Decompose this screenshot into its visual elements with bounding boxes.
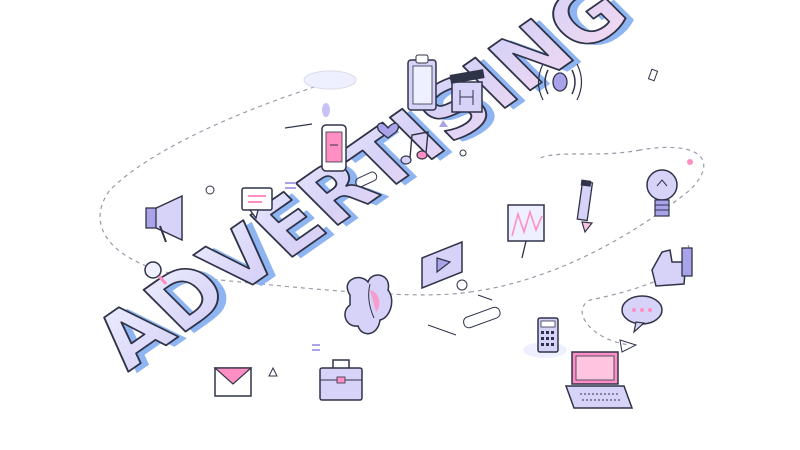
broadcast-icon: [537, 63, 583, 101]
megaphone-icon: [145, 194, 183, 243]
dashed-flow-path: [99, 81, 705, 346]
music-note-icon: [400, 131, 429, 165]
video-play-icon: [421, 240, 463, 290]
clapperboard-icon: [449, 69, 485, 113]
calculator-icon: [537, 317, 559, 353]
magnifier-icon: [144, 261, 168, 285]
laptop-icon: [564, 351, 634, 409]
chat-bubble-icon: [241, 187, 273, 220]
briefcase-icon: [319, 359, 363, 401]
lightbulb-icon: [646, 169, 678, 217]
brain-icon: [344, 274, 393, 335]
thumbs-up-icon: [651, 247, 693, 287]
pencil-icon: [576, 179, 594, 234]
decor-shapes: [205, 68, 693, 377]
speech-bubble-icon: [621, 295, 663, 334]
heart-icon: [376, 122, 400, 139]
clipboard-icon: [407, 54, 437, 111]
smartphone-icon: [321, 124, 347, 172]
presentation-chart-icon: [507, 204, 545, 259]
envelope-icon: [213, 367, 253, 397]
